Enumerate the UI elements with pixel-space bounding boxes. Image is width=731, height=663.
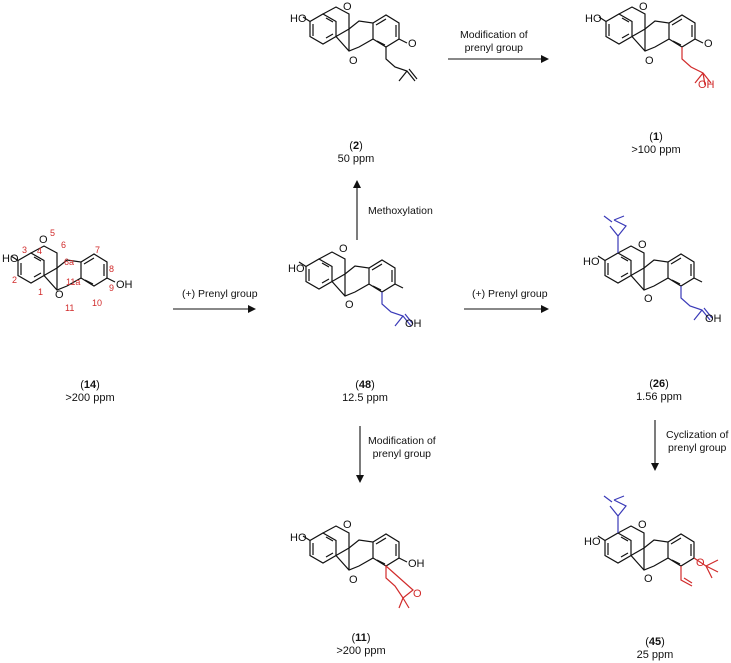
step-label-prenyl: (+) Prenyl group: [472, 288, 548, 300]
atom-o: O: [696, 557, 705, 569]
prenyl-group: [603, 495, 627, 533]
svg-text:6a: 6a: [64, 257, 74, 267]
compound-2-label: (2)50 ppm: [337, 140, 375, 165]
atom-o: O: [638, 519, 647, 531]
atom-o: O: [39, 234, 48, 246]
svg-text:8: 8: [109, 264, 114, 274]
compound-48-label: (48)12.5 ppm: [342, 379, 388, 404]
compound-45-structure: [597, 495, 719, 587]
epoxide-group: [385, 564, 414, 609]
step-label-methoxylation: Methoxylation: [368, 205, 433, 217]
prenyl-group: [381, 292, 414, 327]
atom-oh: OH: [116, 279, 133, 291]
atom-o: O: [345, 299, 354, 311]
atom-ho: HO: [288, 263, 305, 275]
svg-text:6: 6: [61, 240, 66, 250]
svg-text:7: 7: [95, 245, 100, 255]
svg-text:5: 5: [50, 228, 55, 238]
step-label-prenyl: (+) Prenyl group: [182, 288, 258, 300]
svg-text:1: 1: [38, 287, 43, 297]
prenyl-group: [680, 286, 713, 321]
svg-text:3: 3: [22, 245, 27, 255]
atom-o: O: [408, 38, 417, 50]
atom-o: O: [343, 519, 352, 531]
atom-ho: HO: [2, 253, 19, 265]
atom-ho: HO: [583, 256, 600, 268]
compound-1-label: (1)>100 ppm: [631, 131, 681, 156]
pyran-ring: [680, 557, 719, 587]
atom-o: O: [343, 1, 352, 13]
atom-o: O: [644, 293, 653, 305]
prenyl-group: [603, 215, 627, 253]
atom-o: O: [645, 55, 654, 67]
atom-o: O: [704, 38, 713, 50]
atom-numbering: 1 2 3 4 5 6 6a 7 8 9 10 11 11a: [12, 228, 114, 313]
compound-45-label: (45)25 ppm: [636, 636, 674, 661]
atom-oh: OH: [705, 313, 722, 325]
atom-ho: HO: [584, 536, 601, 548]
atom-o: O: [638, 239, 647, 251]
atom-ho: HO: [290, 13, 307, 25]
svg-text:2: 2: [12, 275, 17, 285]
atom-o: O: [349, 574, 358, 586]
compound-1-structure: [598, 6, 712, 86]
atom-o: O: [349, 55, 358, 67]
compound-14-label: (14)>200 ppm: [65, 379, 115, 404]
compound-2-structure: [302, 6, 418, 82]
atom-ho: HO: [585, 13, 602, 25]
atom-o: O: [413, 588, 422, 600]
atom-oh: OH: [698, 79, 715, 91]
compound-11-label: (11)>200 ppm: [336, 632, 386, 657]
atom-oh: OH: [405, 318, 422, 330]
svg-text:9: 9: [109, 283, 114, 293]
atom-o: O: [339, 243, 348, 255]
svg-text:4: 4: [37, 246, 42, 256]
atom-o: O: [55, 289, 64, 301]
svg-text:11a: 11a: [66, 277, 80, 287]
atom-ho: HO: [290, 532, 307, 544]
compound-14-structure: [10, 245, 116, 291]
atom-o: O: [644, 573, 653, 585]
compound-26-structure: [597, 215, 713, 321]
svg-text:11: 11: [65, 303, 74, 313]
svg-text:10: 10: [92, 298, 102, 308]
modified-prenyl-group: [681, 47, 712, 86]
compound-48-structure: [298, 251, 414, 327]
atom-oh: OH: [408, 558, 425, 570]
compound-11-structure: [302, 525, 414, 609]
compound-26-label: (26)1.56 ppm: [636, 378, 682, 403]
atom-o: O: [639, 1, 648, 13]
